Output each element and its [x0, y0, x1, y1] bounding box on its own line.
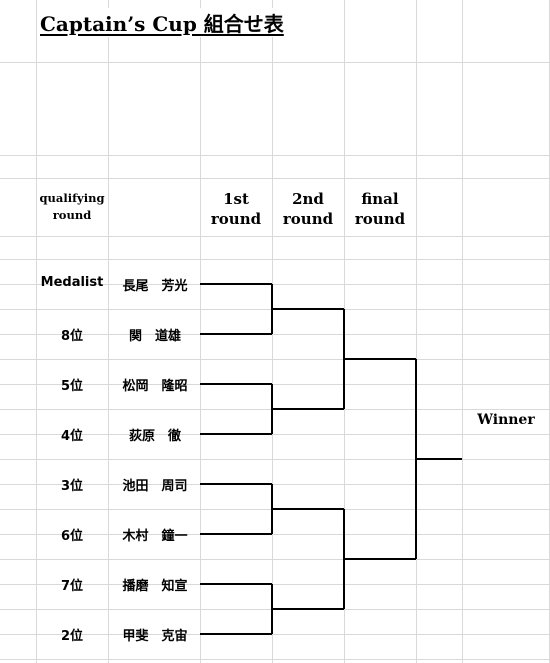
- player-name: 長尾 芳光: [122, 279, 188, 294]
- player-name: 関 道雄: [128, 329, 181, 344]
- player-rank: 4位: [60, 429, 84, 444]
- page-title: Captain’s Cup 組合せ表: [40, 8, 286, 37]
- winner-label: Winner: [477, 412, 535, 428]
- player-name: 甲斐 克宙: [122, 629, 188, 644]
- player-rank: 7位: [60, 579, 84, 594]
- header-first-line1: 1st: [223, 190, 249, 208]
- player-rank: Medalist: [40, 275, 104, 290]
- player-name: 木村 鐘一: [122, 529, 188, 544]
- header-final-line1: final: [361, 190, 399, 208]
- header-second-round: 2nd round: [272, 189, 344, 229]
- player-rank: 6位: [60, 529, 84, 544]
- header-second-line2: round: [282, 210, 334, 228]
- header-first-round: 1st round: [200, 189, 272, 229]
- header-qualifying-line2: round: [52, 208, 92, 222]
- player-rank: 3位: [60, 479, 84, 494]
- player-name: 播磨 知宣: [122, 579, 188, 594]
- header-qualifying-line1: qualifying: [39, 191, 105, 205]
- player-name: 池田 周司: [122, 479, 188, 494]
- player-name: 荻原 徹: [128, 429, 181, 444]
- header-first-line2: round: [210, 210, 262, 228]
- header-qualifying-round: qualifying round: [36, 190, 108, 224]
- player-rank: 2位: [60, 629, 84, 644]
- tournament-bracket: [200, 283, 462, 635]
- player-rank: 5位: [60, 379, 84, 394]
- header-second-line1: 2nd: [292, 190, 324, 208]
- header-final-round: final round: [344, 189, 416, 229]
- player-rank: 8位: [60, 329, 84, 344]
- player-name: 松岡 隆昭: [122, 379, 188, 394]
- header-final-line2: round: [354, 210, 406, 228]
